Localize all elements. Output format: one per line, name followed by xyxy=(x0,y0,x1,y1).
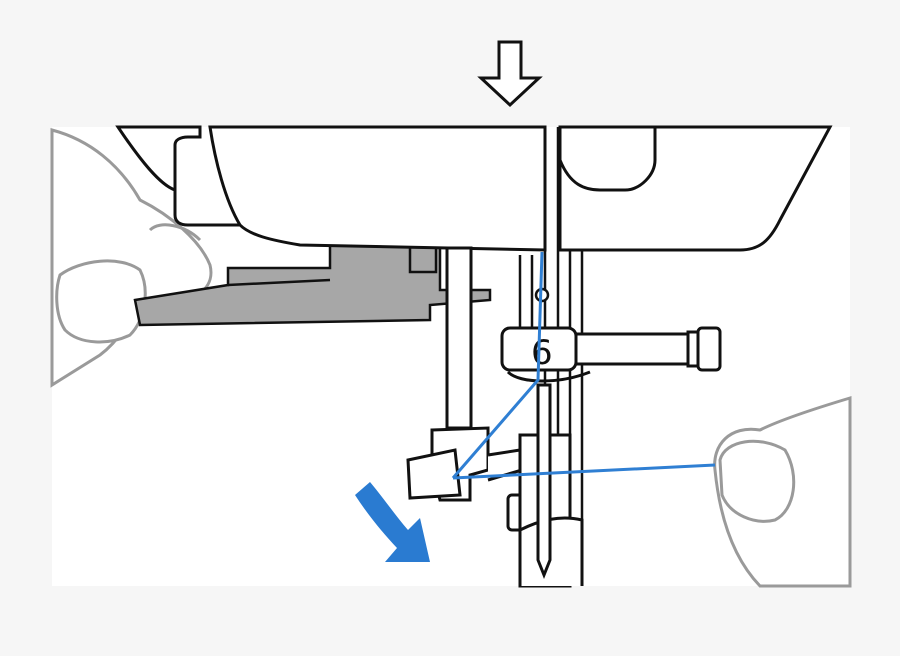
left-hand xyxy=(50,128,213,388)
right-hand xyxy=(713,395,852,588)
thread xyxy=(451,251,716,480)
presser-foot-lever xyxy=(133,233,492,327)
down-arrow-icon xyxy=(477,40,543,108)
needle-bar-label: 6 xyxy=(531,333,553,373)
curved-direction-arrow-icon xyxy=(355,482,430,562)
machine-body xyxy=(115,125,833,252)
